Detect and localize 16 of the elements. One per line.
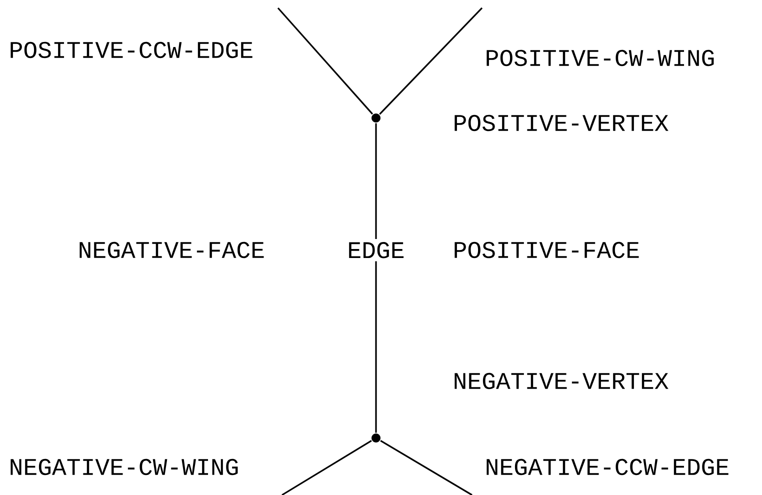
label: NEGATIVE-CW-WING	[10, 458, 238, 476]
label: NEGATIVE-FACE	[80, 242, 264, 258]
edge-label: EDGE	[344, 239, 408, 262]
line	[380, 440, 472, 495]
label: POSITIVE-CW-WING	[486, 50, 714, 66]
label: NEGATIVE-VERTEX	[454, 372, 668, 390]
vertex-dot	[372, 434, 380, 442]
label: NEGATIVE-CCW-EDGE	[486, 458, 728, 476]
label: POSITIVE-VERTEX	[454, 114, 668, 132]
label: POSITIVE-CCW-EDGE	[10, 42, 252, 58]
line	[375, 123, 377, 433]
label: POSITIVE-FACE	[454, 242, 639, 258]
vertex-dot	[372, 114, 380, 122]
line	[379, 7, 483, 115]
line	[277, 7, 374, 115]
line	[282, 440, 372, 495]
